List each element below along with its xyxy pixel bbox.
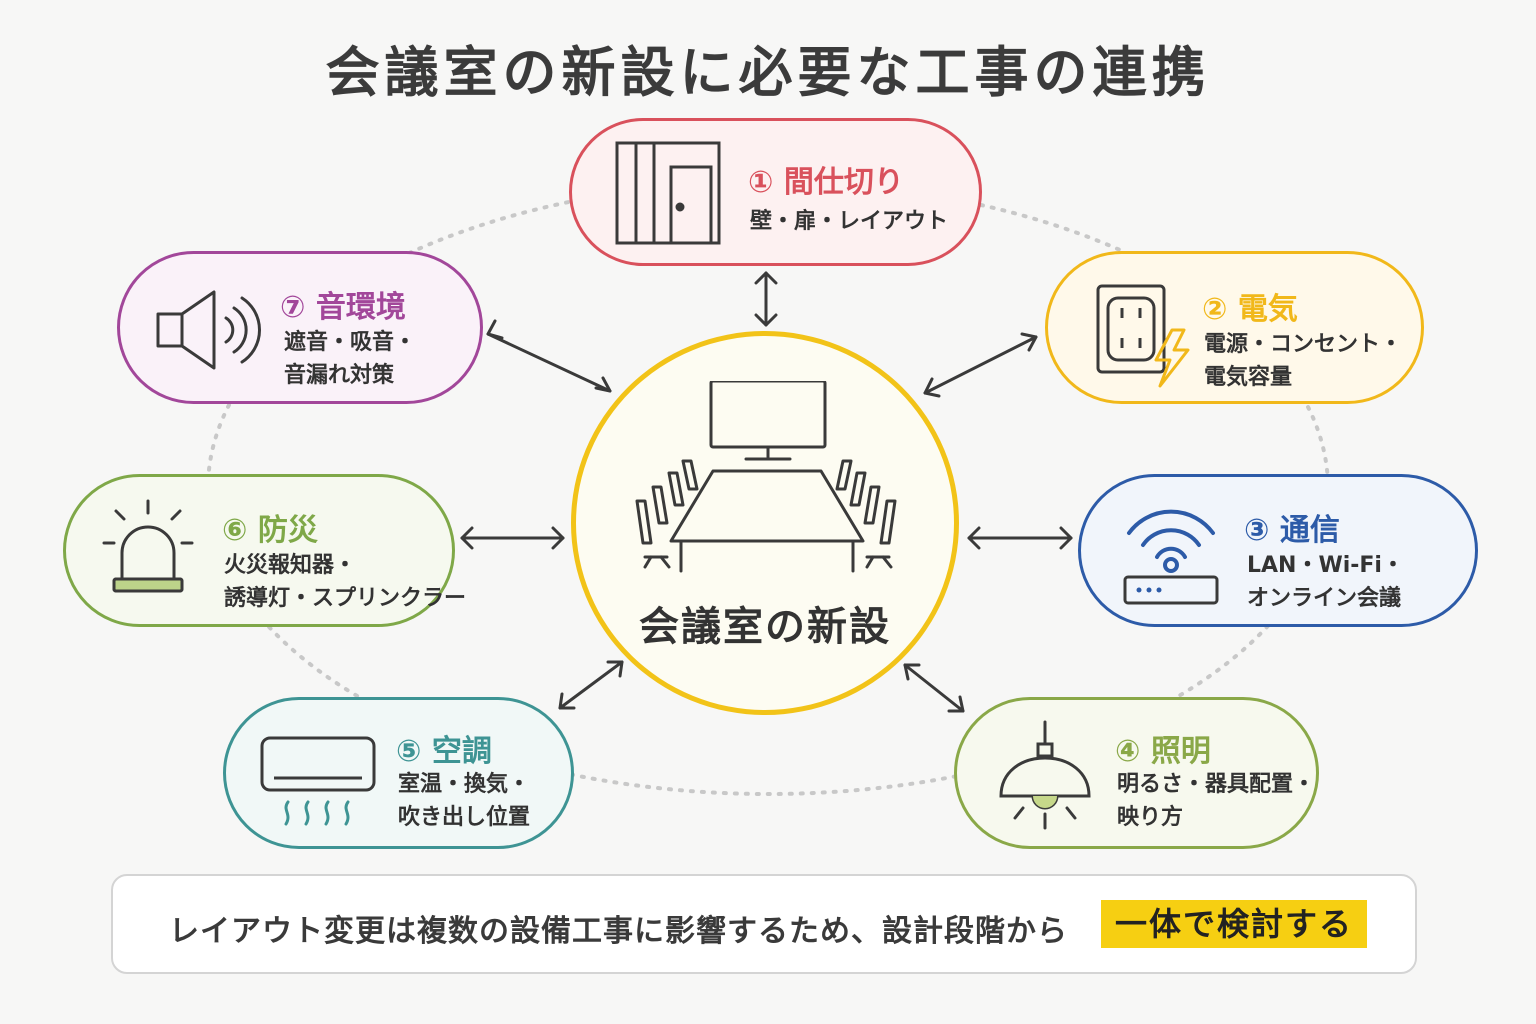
- desc-line: 遮音・吸音・: [284, 330, 417, 355]
- card-hvac: ⑤ 空調 室温・換気・ 吹き出し位置: [223, 697, 574, 849]
- desc-line: 映り方: [1117, 805, 1184, 830]
- summary-highlight: 一体で検討する: [1101, 900, 1368, 948]
- desc-line: 明るさ・器具配置・: [1117, 772, 1316, 797]
- card-label: ⑦ 音環境: [280, 290, 406, 325]
- arrow-lighting: [903, 663, 965, 713]
- summary-text: レイアウト変更は複数の設備工事に影響するため、設計段階から: [169, 914, 1068, 949]
- arrow-partition: [754, 271, 778, 327]
- summary-box: レイアウト変更は複数の設備工事に影響するため、設計段階から 一体で検討する: [111, 874, 1417, 974]
- conference-table-icon: [635, 381, 897, 573]
- center-hub: 会議室の新設: [571, 331, 959, 715]
- wifi-router-icon: [1123, 509, 1219, 605]
- desc-line: 電源・コンセント・: [1204, 332, 1403, 357]
- card-label: ⑥ 防災: [222, 513, 318, 548]
- desc-line: LAN・Wi-Fi・: [1247, 553, 1404, 578]
- desc-line: 室温・換気・: [398, 772, 531, 797]
- outlet-lightning-icon: [1096, 284, 1190, 388]
- card-telecom: ③ 通信 LAN・Wi-Fi・ オンライン会議: [1078, 474, 1478, 627]
- desc-line: 火災報知器・: [224, 553, 357, 578]
- card-desc: 壁・扉・レイアウト: [750, 205, 948, 238]
- card-desc: LAN・Wi-Fi・ オンライン会議: [1247, 549, 1404, 615]
- card-desc: 火災報知器・ 誘導灯・スプリンクラー: [224, 549, 466, 615]
- arrow-telecom: [967, 526, 1073, 550]
- pendant-lamp-icon: [999, 720, 1091, 830]
- card-label: ⑤ 空調: [396, 734, 492, 769]
- speaker-icon: [156, 290, 261, 370]
- card-desc: 明るさ・器具配置・ 映り方: [1117, 768, 1315, 834]
- card-label: ① 間仕切り: [748, 165, 904, 200]
- desc-line: 吹き出し位置: [398, 805, 531, 830]
- center-label: 会議室の新設: [639, 604, 891, 650]
- air-conditioner-icon: [260, 736, 376, 826]
- card-desc: 電源・コンセント・ 電気容量: [1204, 328, 1402, 394]
- card-desc: 遮音・吸音・ 音漏れ対策: [284, 326, 416, 392]
- card-label: ③ 通信: [1244, 513, 1340, 548]
- desc-line: 誘導灯・スプリンクラー: [224, 586, 467, 611]
- card-lighting: ④ 照明 明るさ・器具配置・ 映り方: [954, 697, 1319, 849]
- card-label: ④ 照明: [1115, 734, 1211, 769]
- arrow-electric: [923, 332, 1038, 398]
- page-title: 会議室の新設に必要な工事の連携: [325, 41, 1211, 104]
- partition-door-icon: [615, 141, 721, 245]
- alarm-light-icon: [102, 499, 194, 593]
- card-desc: 室温・換気・ 吹き出し位置: [398, 768, 530, 834]
- arrow-hvac: [558, 660, 624, 710]
- card-label: ② 電気: [1202, 292, 1298, 327]
- desc-line: 音漏れ対策: [284, 363, 395, 388]
- desc-line: 電気容量: [1204, 365, 1293, 390]
- card-partition: ① 間仕切り 壁・扉・レイアウト: [569, 118, 982, 266]
- card-sound: ⑦ 音環境 遮音・吸音・ 音漏れ対策: [117, 251, 483, 404]
- card-electric: ② 電気 電源・コンセント・ 電気容量: [1045, 251, 1424, 404]
- desc-line: オンライン会議: [1247, 586, 1402, 611]
- arrow-fire: [460, 526, 565, 550]
- desc-line: 壁・扉・レイアウト: [750, 209, 949, 234]
- card-fire-safety: ⑥ 防災 火災報知器・ 誘導灯・スプリンクラー: [63, 474, 466, 627]
- arrow-sound: [486, 319, 612, 393]
